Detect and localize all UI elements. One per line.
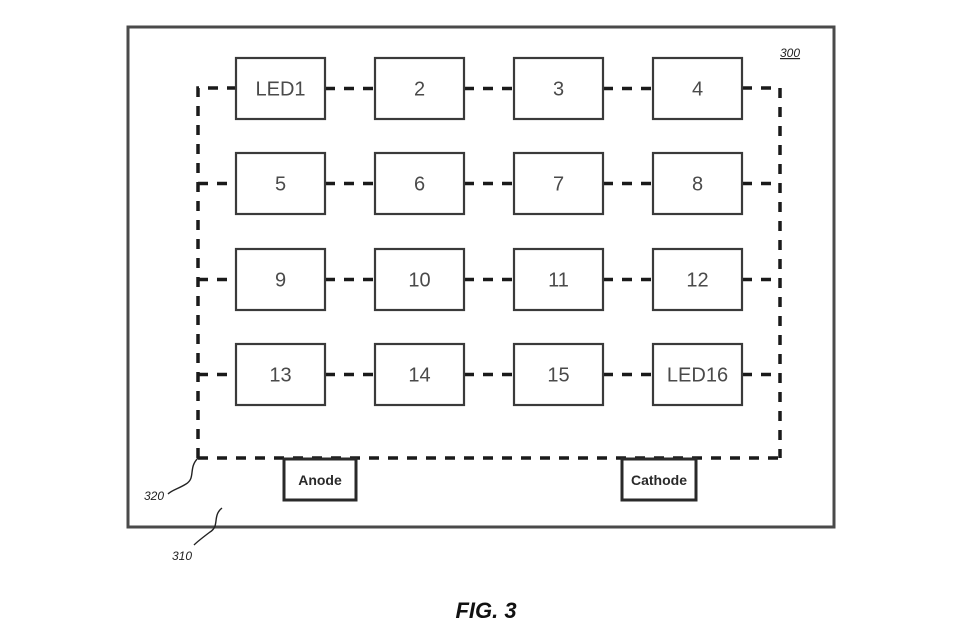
board-reference-label: 300 — [780, 46, 800, 60]
led-cell: 4 — [651, 56, 744, 121]
led-box — [373, 151, 466, 216]
led-label: 7 — [553, 174, 564, 196]
led-label: 2 — [414, 79, 425, 101]
led-cell: LED1 — [234, 56, 327, 121]
led-grid: LED1 2 3 4 5 6 7 8 9 10 11 12 13 14 15 LED16 — [234, 56, 744, 407]
anode-label: Anode — [298, 472, 342, 488]
cathode-terminal — [620, 457, 698, 502]
wire-reference-leader — [167, 457, 199, 495]
led-cell: 2 — [373, 56, 466, 121]
led-label: LED16 — [667, 365, 728, 387]
led-box — [651, 247, 744, 312]
led-label: 10 — [408, 270, 430, 292]
led-cell: 10 — [373, 247, 466, 312]
right-bus-wire — [742, 86, 782, 458]
led-cell: 14 — [373, 342, 466, 407]
led-box — [651, 342, 744, 407]
led-cell: LED16 — [651, 342, 744, 407]
led-box — [234, 56, 327, 121]
led-cell: 13 — [234, 342, 327, 407]
led-label: 14 — [408, 365, 430, 387]
led-label: 4 — [692, 79, 703, 101]
led-box — [373, 342, 466, 407]
led-cell: 12 — [651, 247, 744, 312]
led-label: 15 — [547, 365, 569, 387]
led-box — [373, 56, 466, 121]
led-cell: 7 — [512, 151, 605, 216]
led-cell: 9 — [234, 247, 327, 312]
led-box — [512, 247, 605, 312]
led-cell: 15 — [512, 342, 605, 407]
led-label: 13 — [269, 365, 291, 387]
wire-reference-label: 320 — [144, 489, 164, 503]
led-label: 9 — [275, 270, 286, 292]
led-cell: 6 — [373, 151, 466, 216]
substrate-reference-leader — [193, 507, 223, 546]
substrate-reference-label: 310 — [172, 549, 192, 563]
anode-terminal — [282, 457, 358, 502]
led-box — [512, 151, 605, 216]
left-bus-wire — [196, 86, 236, 458]
led-box — [512, 342, 605, 407]
led-label: 3 — [553, 79, 564, 101]
figure-caption: FIG. 3 — [455, 598, 516, 623]
led-box — [234, 342, 327, 407]
led-cell: 8 — [651, 151, 744, 216]
led-cell: 11 — [512, 247, 605, 312]
led-label: 11 — [548, 270, 569, 292]
led-label: 12 — [686, 270, 708, 292]
led-box — [651, 151, 744, 216]
led-label: 5 — [275, 174, 286, 196]
cathode-label: Cathode — [631, 472, 687, 488]
led-box — [234, 151, 327, 216]
led-label: 6 — [414, 174, 425, 196]
led-box — [512, 56, 605, 121]
led-box — [651, 56, 744, 121]
led-cell: 3 — [512, 56, 605, 121]
led-box — [234, 247, 327, 312]
led-label: LED1 — [255, 79, 305, 101]
led-label: 8 — [692, 174, 703, 196]
led-box — [373, 247, 466, 312]
led-cell: 5 — [234, 151, 327, 216]
